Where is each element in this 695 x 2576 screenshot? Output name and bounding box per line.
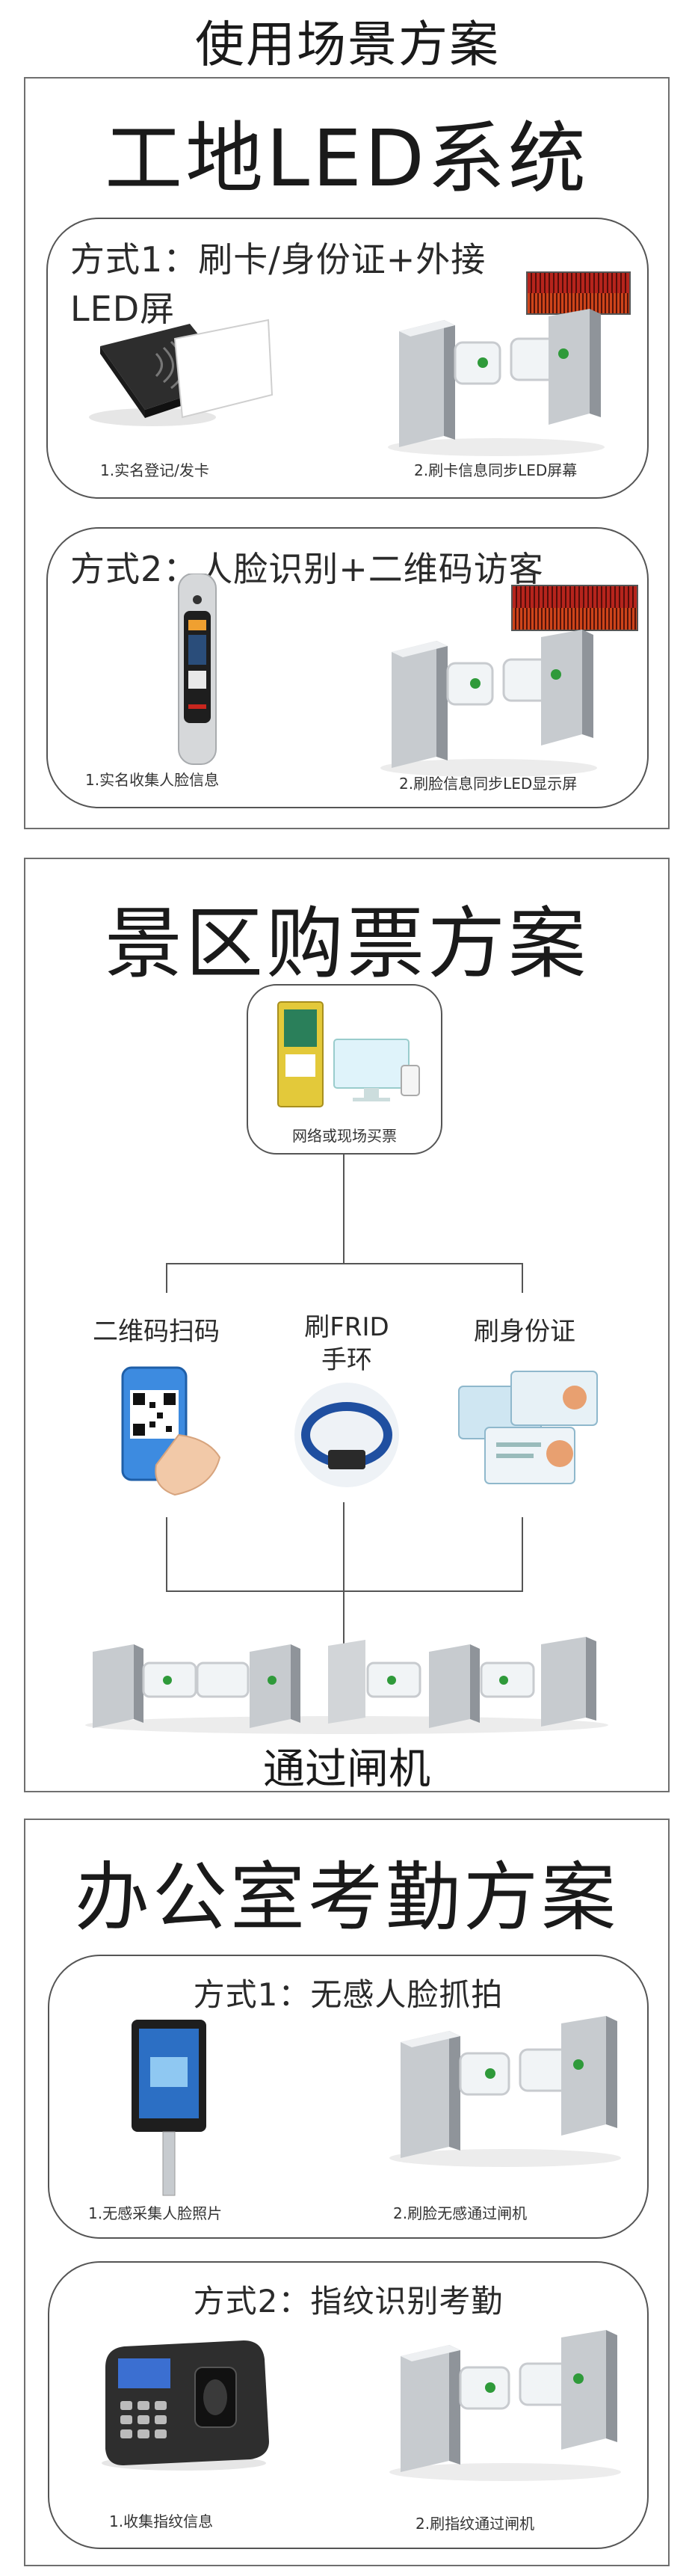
construction-panel: 工地LED系统 方式1：刷卡/身份证+外接LED屏 bbox=[24, 77, 670, 829]
connector-horizontal-bottom bbox=[166, 1590, 523, 1592]
construction-method2-title: 方式2：人脸识别+二维码访客 bbox=[70, 549, 544, 589]
connector-left-bottom bbox=[166, 1517, 167, 1592]
led-screen bbox=[526, 271, 631, 315]
construction-method2-caption-right: 2.刷脸信息同步LED显示屏 bbox=[399, 775, 578, 793]
id-cards-illustration bbox=[458, 1371, 598, 1484]
card-reader-illustration bbox=[89, 319, 274, 426]
office-method2-card: 方式2：指纹识别考勤 1.收集指纹信息 2.刷 bbox=[48, 2261, 649, 2549]
construction-title: 工地LED系统 bbox=[105, 113, 589, 204]
connector-top bbox=[343, 1155, 345, 1263]
construction-method1-title: 方式1：刷卡/身份证+外接LED屏 bbox=[70, 239, 486, 329]
connector-left-top bbox=[166, 1263, 167, 1293]
option-id-label: 刷身份证 bbox=[474, 1317, 575, 1347]
connector-right-top bbox=[522, 1263, 523, 1293]
option-rfid-line1: 刷FRID bbox=[304, 1312, 389, 1342]
office-method1-title: 方式1：无感人脸抓拍 bbox=[193, 1976, 504, 2013]
ticket-kiosk-illustration bbox=[277, 1001, 420, 1107]
office-turnstile-illustration-2 bbox=[389, 2330, 621, 2481]
scenic-panel: 景区购票方案 网络或现场买票 二维码扫码 刷FRID 手环 刷身份证 bbox=[24, 858, 670, 1794]
office-method2-caption-right: 2.刷指纹通过闸机 bbox=[416, 2515, 535, 2533]
office-method2-caption-left: 1.收集指纹信息 bbox=[109, 2512, 214, 2530]
office-title: 办公室考勤方案 bbox=[75, 1854, 619, 1941]
qr-phone-illustration bbox=[121, 1366, 221, 1496]
scenic-title: 景区购票方案 bbox=[104, 898, 589, 989]
office-panel: 办公室考勤方案 方式1：无感人脸抓拍 1.无感采集人脸照片 2.刷脸无感通过闸机… bbox=[24, 1819, 670, 2566]
connector-right-bottom bbox=[522, 1517, 523, 1592]
face-terminal-illustration bbox=[178, 574, 217, 765]
rfid-wristband-illustration bbox=[294, 1383, 399, 1487]
office-method1-caption-left: 1.无感采集人脸照片 bbox=[88, 2204, 223, 2222]
option-rfid-label: 刷FRID 手环 bbox=[272, 1311, 421, 1377]
office-method2-title: 方式2：指纹识别考勤 bbox=[193, 2283, 504, 2320]
option-qr-label: 二维码扫码 bbox=[93, 1317, 220, 1347]
led-screen-2 bbox=[511, 585, 638, 631]
gate-caption: 通过闸机 bbox=[263, 1745, 430, 1794]
option-rfid-line2: 手环 bbox=[321, 1345, 372, 1375]
construction-method2-caption-left: 1.实名收集人脸信息 bbox=[85, 771, 220, 789]
office-method1-card: 方式1：无感人脸抓拍 1.无感采集人脸照片 2.刷脸无感通过闸机 bbox=[48, 1955, 649, 2239]
gate-row-illustration bbox=[85, 1637, 608, 1734]
page-title: 使用场景方案 bbox=[195, 16, 500, 73]
office-turnstile-illustration bbox=[389, 2016, 621, 2167]
ticket-caption: 网络或现场买票 bbox=[292, 1127, 397, 1145]
connector-horizontal-top bbox=[166, 1263, 523, 1264]
turnstile-illustration-2 bbox=[380, 630, 597, 777]
turnstile-illustration bbox=[388, 309, 605, 456]
construction-method2-card: 方式2：人脸识别+二维码访客 1.实名收集人脸信息 2 bbox=[46, 527, 649, 808]
construction-method1-card: 方式1：刷卡/身份证+外接LED屏 bbox=[46, 218, 649, 499]
connector-mid bbox=[343, 1502, 345, 1644]
fingerprint-device-illustration bbox=[102, 2340, 269, 2471]
face-capture-terminal-illustration bbox=[132, 2020, 206, 2196]
ticket-purchase-card: 网络或现场买票 bbox=[247, 984, 442, 1155]
office-method1-caption-right: 2.刷脸无感通过闸机 bbox=[393, 2204, 528, 2222]
construction-method1-caption-right: 2.刷卡信息同步LED屏幕 bbox=[414, 461, 578, 479]
construction-method1-caption-left: 1.实名登记/发卡 bbox=[100, 461, 209, 479]
